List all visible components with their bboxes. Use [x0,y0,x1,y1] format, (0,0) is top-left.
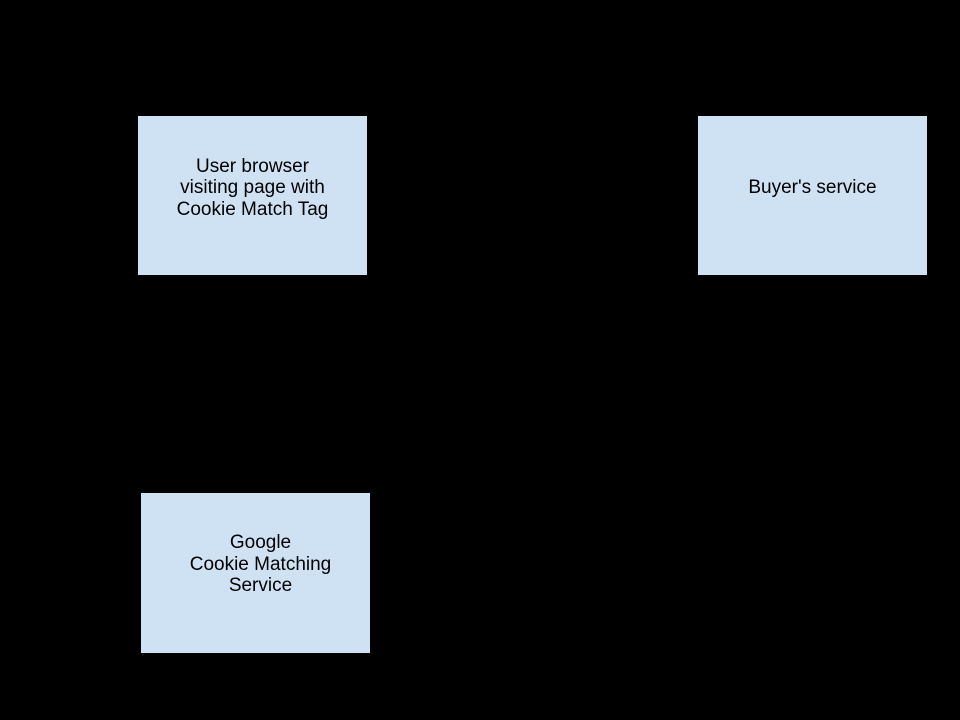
node-label-line: visiting page with [180,177,325,199]
node-label-line: Cookie Matching [189,553,332,575]
node-google-cookie-matching-service: Google Cookie Matching Service [140,492,371,654]
node-label-line: Service [228,575,293,597]
node-user-browser: User browser visiting page with Cookie M… [137,115,368,276]
node-label-line: Google [229,532,292,554]
node-label-line: Buyer's service [748,177,877,199]
node-label-line: Cookie Match Tag [176,198,329,220]
node-label-line: User browser [196,155,309,177]
node-buyers-service: Buyer's service [697,115,928,276]
